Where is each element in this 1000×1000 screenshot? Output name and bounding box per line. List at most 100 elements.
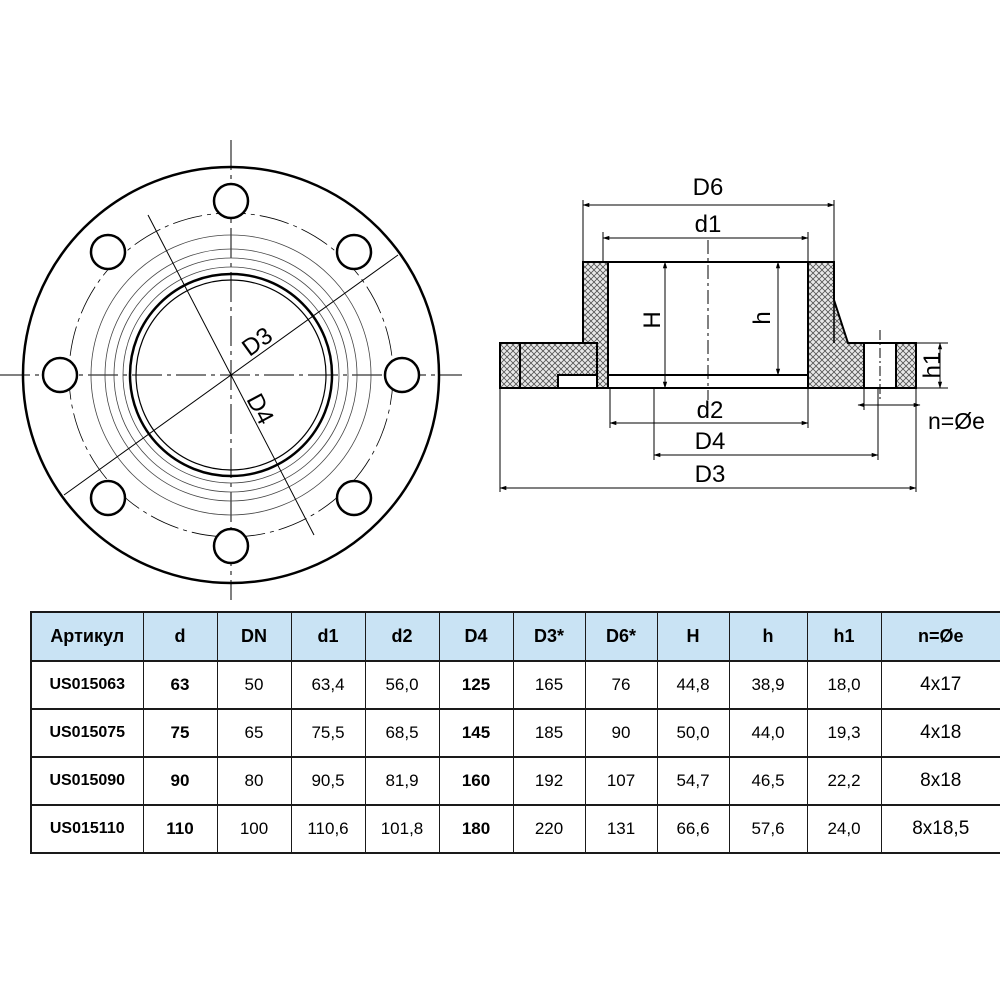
column-header: D6* bbox=[584, 611, 658, 662]
section-label-d6: D6 bbox=[693, 174, 724, 201]
front-label-d3: D3 bbox=[237, 322, 278, 362]
table-cell: 4x17 bbox=[880, 660, 1000, 710]
table-cell: US015110 bbox=[30, 804, 144, 854]
column-header: h1 bbox=[806, 611, 882, 662]
column-header: h bbox=[728, 611, 808, 662]
bore-outer-circle bbox=[128, 272, 334, 478]
column-header: D3* bbox=[512, 611, 586, 662]
table-cell: 8x18,5 bbox=[880, 804, 1000, 854]
table-cell: 76 bbox=[584, 660, 658, 710]
table-cell: 80 bbox=[216, 756, 292, 806]
bore-inner-circle bbox=[135, 279, 327, 471]
table-cell: 165 bbox=[512, 660, 586, 710]
front-label-d4: D4 bbox=[241, 389, 279, 429]
table-row: US015110 110 100 110,6 101,8 180 220 131… bbox=[30, 804, 1000, 854]
table-cell: 8x18 bbox=[880, 756, 1000, 806]
table-cell: 192 bbox=[512, 756, 586, 806]
table-cell: 185 bbox=[512, 708, 586, 758]
bolt-hole bbox=[335, 233, 373, 271]
table-cell: 4x18 bbox=[880, 708, 1000, 758]
table-cell: 110,6 bbox=[290, 804, 366, 854]
column-header: d1 bbox=[290, 611, 366, 662]
column-header: DN bbox=[216, 611, 292, 662]
section-label-D3: D3 bbox=[695, 461, 726, 488]
bolt-hole bbox=[212, 182, 250, 220]
table-cell: 90 bbox=[584, 708, 658, 758]
table-cell: 65 bbox=[216, 708, 292, 758]
table-row: US015075 75 65 75,5 68,5 145 185 90 50,0… bbox=[30, 708, 1000, 758]
table-cell: 50,0 bbox=[656, 708, 730, 758]
column-header: Артикул bbox=[30, 611, 144, 662]
table-cell: 50 bbox=[216, 660, 292, 710]
table-cell: 46,5 bbox=[728, 756, 808, 806]
table-cell: 75 bbox=[142, 708, 218, 758]
table-cell: 24,0 bbox=[806, 804, 882, 854]
section-label-n: n=Øe bbox=[928, 408, 985, 434]
table-cell: 101,8 bbox=[364, 804, 440, 854]
detail-circle bbox=[113, 257, 349, 493]
d4-dimension-line bbox=[147, 214, 315, 536]
table-cell: 220 bbox=[512, 804, 586, 854]
table-cell: 100 bbox=[216, 804, 292, 854]
technical-drawing: D3 D4 bbox=[0, 140, 985, 600]
section-label-h1: h1 bbox=[919, 352, 946, 379]
table-cell: 160 bbox=[438, 756, 514, 806]
table-cell: 90 bbox=[142, 756, 218, 806]
table-row: US015063 63 50 63,4 56,0 125 165 76 44,8… bbox=[30, 660, 1000, 710]
table-cell: 22,2 bbox=[806, 756, 882, 806]
detail-circle bbox=[122, 266, 340, 484]
detail-circle bbox=[104, 248, 358, 502]
bolt-hole bbox=[89, 479, 127, 517]
table-cell: US015063 bbox=[30, 660, 144, 710]
section-label-d1: d1 bbox=[695, 211, 722, 238]
table-cell: 44,0 bbox=[728, 708, 808, 758]
table-cell: US015090 bbox=[30, 756, 144, 806]
section-body-right bbox=[807, 261, 865, 389]
table-cell: 81,9 bbox=[364, 756, 440, 806]
column-header: n=Øe bbox=[880, 611, 1000, 662]
table-cell: 18,0 bbox=[806, 660, 882, 710]
spec-table: Артикул d DN d1 d2 D4 D3* D6* H h h1 n=Ø… bbox=[30, 611, 1000, 854]
bore-bottom bbox=[557, 375, 808, 389]
flange-front-view: D3 D4 bbox=[0, 140, 462, 600]
table-cell: 57,6 bbox=[728, 804, 808, 854]
bolt-hole bbox=[383, 356, 421, 394]
bolt-hole bbox=[41, 356, 79, 394]
section-label-d2: d2 bbox=[697, 397, 724, 424]
table-cell: 63 bbox=[142, 660, 218, 710]
detail-circle bbox=[90, 234, 372, 516]
table-cell: 19,3 bbox=[806, 708, 882, 758]
bolt-hole bbox=[212, 527, 250, 565]
section-label-D4: D4 bbox=[695, 428, 726, 455]
table-cell: 145 bbox=[438, 708, 514, 758]
column-header: d bbox=[142, 611, 218, 662]
section-label-H: H bbox=[639, 311, 666, 328]
table-cell: 68,5 bbox=[364, 708, 440, 758]
table-cell: 54,7 bbox=[656, 756, 730, 806]
bolt-hole bbox=[335, 479, 373, 517]
table-cell: 66,6 bbox=[656, 804, 730, 854]
table-header-row: Артикул d DN d1 d2 D4 D3* D6* H h h1 n=Ø… bbox=[30, 611, 1000, 662]
table-cell: 56,0 bbox=[364, 660, 440, 710]
flange-section-view: D6 d1 H h h1 d2 D4 D3 n=Øe bbox=[499, 174, 985, 492]
outer-flange-circle bbox=[21, 165, 441, 585]
table-cell: 107 bbox=[584, 756, 658, 806]
table-cell: 125 bbox=[438, 660, 514, 710]
table-cell: 44,8 bbox=[656, 660, 730, 710]
section-flange-right bbox=[895, 342, 917, 389]
table-cell: 63,4 bbox=[290, 660, 366, 710]
table-cell: 180 bbox=[438, 804, 514, 854]
table-cell: 90,5 bbox=[290, 756, 366, 806]
bolt-holes bbox=[41, 182, 421, 565]
table-cell: 75,5 bbox=[290, 708, 366, 758]
bolt-hole bbox=[89, 233, 127, 271]
section-label-h: h bbox=[749, 311, 776, 324]
table-cell: US015075 bbox=[30, 708, 144, 758]
column-header: D4 bbox=[438, 611, 514, 662]
table-cell: 110 bbox=[142, 804, 218, 854]
table-cell: 131 bbox=[584, 804, 658, 854]
column-header: d2 bbox=[364, 611, 440, 662]
table-cell: 38,9 bbox=[728, 660, 808, 710]
column-header: H bbox=[656, 611, 730, 662]
table-row: US015090 90 80 90,5 81,9 160 192 107 54,… bbox=[30, 756, 1000, 806]
